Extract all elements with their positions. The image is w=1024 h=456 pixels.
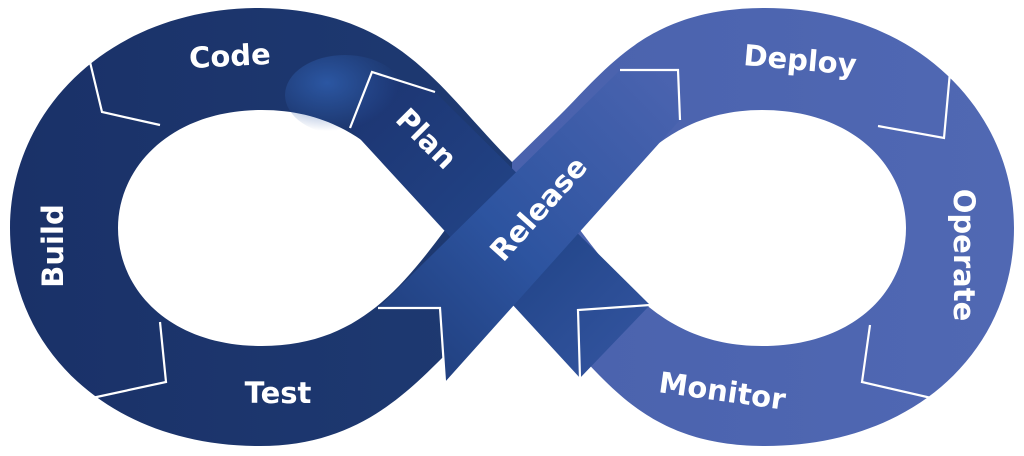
stage-label-build: Build [36,204,70,287]
divider-build-test [91,321,168,400]
divider-monitor-plan [576,303,651,379]
cross-band-light [378,70,680,382]
segment-dividers [88,61,952,402]
crossing [285,55,680,382]
stage-label-operate: Operate [947,189,981,321]
stage-label-code: Code [188,37,271,75]
divider-code-build [88,61,161,127]
divider-operate-monitor [860,324,941,402]
plan-glow [285,55,405,135]
stage-label-test: Test [245,376,312,410]
divider-deploy-operate [877,71,952,140]
divider-test-release [378,306,447,383]
divider-code-plan [348,70,436,129]
divider-release-deploy [620,68,682,121]
